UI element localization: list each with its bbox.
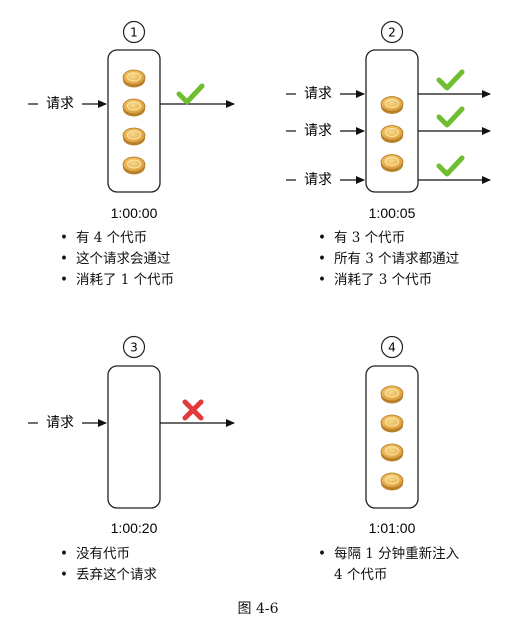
token-bucket	[365, 49, 419, 193]
token-bucket	[365, 365, 419, 509]
panel-3-note: 没有代币	[60, 544, 157, 565]
panel-time: 1:00:00	[111, 205, 158, 221]
panel-2-note: 有 3 个代币	[318, 228, 459, 249]
coin-rim	[127, 101, 141, 111]
panel-time: 1:01:00	[369, 520, 416, 536]
coin-face	[380, 472, 404, 489]
coin-face	[122, 69, 146, 86]
panel-3-note: 丢弃这个请求	[60, 565, 157, 586]
coin-face	[122, 127, 146, 144]
request-label: 请求	[304, 172, 332, 188]
panel-number-badge	[380, 335, 404, 359]
panel-1: 1 请求 1:00:00	[28, 20, 235, 221]
panel-number: 4	[388, 341, 396, 355]
coin-icon	[122, 156, 146, 175]
coin-icon	[122, 127, 146, 146]
panel-number-badge	[380, 20, 404, 44]
request-label: 请求	[304, 123, 332, 139]
coin-icon	[380, 96, 404, 114]
cross-stroke	[182, 399, 204, 421]
panel-3-notes: 没有代币 丢弃这个请求	[60, 544, 157, 586]
check-icon	[436, 106, 465, 128]
coin-face	[380, 414, 404, 431]
panel-4: 4 1:01:00	[365, 335, 419, 536]
coin-rim	[385, 417, 399, 427]
coin-rim	[385, 446, 399, 456]
coin-face	[122, 98, 146, 115]
check-icon	[176, 83, 205, 105]
panel-1-note: 这个请求会通过	[60, 249, 174, 270]
panel-2-note: 所有 3 个请求都通过	[318, 249, 459, 270]
coin-icon	[122, 98, 146, 117]
request-label: 请求	[46, 96, 74, 112]
coin-face	[380, 385, 404, 402]
coin-rim	[127, 159, 141, 169]
token-bucket	[107, 365, 161, 509]
panel-3: 3 请求 1:00:20	[28, 335, 235, 536]
panel-time: 1:00:20	[111, 520, 158, 536]
coin-rim	[385, 475, 399, 485]
figure-caption: 图 4-6	[237, 601, 279, 617]
panel-number-badge	[122, 20, 146, 44]
coin-icon	[380, 414, 404, 433]
check-icon	[436, 69, 465, 91]
check-icon	[436, 155, 465, 177]
coin-face	[122, 156, 146, 173]
panel-1-notes: 有 4 个代币 这个请求会通过 消耗了 1 个代币	[60, 228, 174, 291]
coin-rim	[385, 99, 399, 108]
panel-time: 1:00:05	[369, 205, 416, 221]
coin-icon	[380, 472, 404, 491]
request-label: 请求	[304, 86, 332, 102]
coin-rim	[385, 128, 399, 137]
coin-face	[380, 443, 404, 460]
coin-icon	[380, 154, 404, 172]
panel-number-badge	[122, 335, 146, 359]
coin-icon	[380, 125, 404, 143]
panel-1-note: 有 4 个代币	[60, 228, 174, 249]
coin-rim	[385, 388, 399, 398]
panel-number: 1	[130, 26, 138, 40]
coin-rim	[127, 130, 141, 140]
coin-face	[380, 125, 404, 141]
request-label: 请求	[46, 415, 74, 431]
panel-4-note: 每隔 1 分钟重新注入 4 个代币	[318, 544, 462, 586]
coin-face	[380, 96, 404, 112]
panel-2-note: 消耗了 3 个代币	[318, 270, 459, 291]
coin-rim	[127, 72, 141, 82]
panel-number: 3	[130, 341, 138, 355]
coin-face	[380, 154, 404, 170]
coin-icon	[380, 385, 404, 404]
panel-number: 2	[388, 26, 396, 40]
panel-1-note: 消耗了 1 个代币	[60, 270, 174, 291]
panel-4-notes: 每隔 1 分钟重新注入 4 个代币	[318, 544, 462, 586]
token-bucket	[107, 49, 161, 193]
coin-icon	[380, 443, 404, 462]
panel-2-notes: 有 3 个代币 所有 3 个请求都通过 消耗了 3 个代币	[318, 228, 459, 291]
coin-rim	[385, 157, 399, 166]
cross-icon	[182, 399, 204, 421]
coin-icon	[122, 69, 146, 88]
